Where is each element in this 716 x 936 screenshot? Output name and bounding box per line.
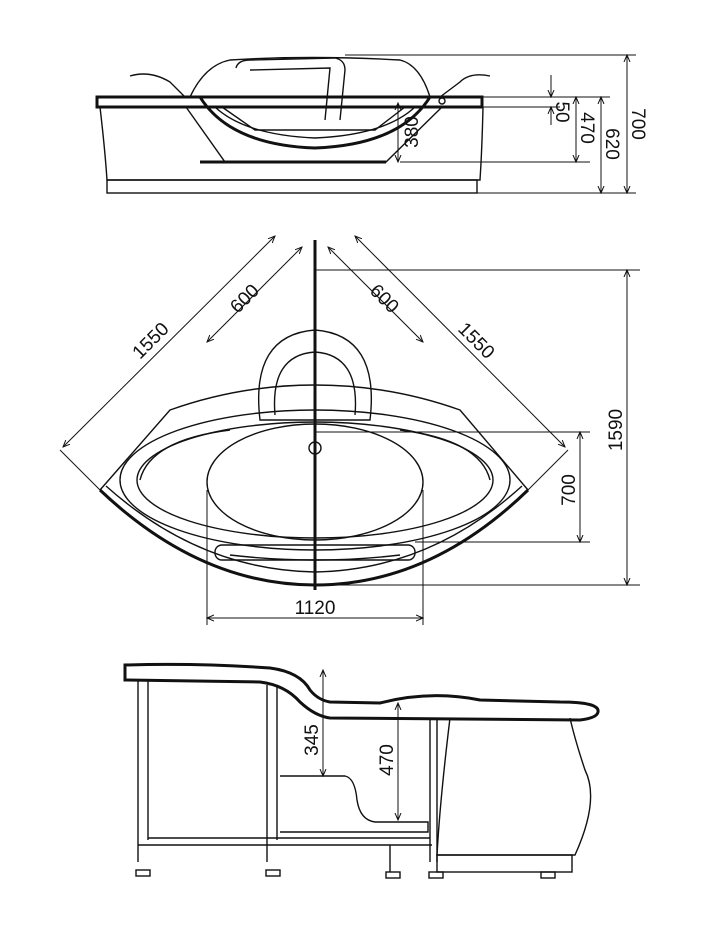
dim-basin-depth: 700	[559, 474, 580, 506]
dim-total-depth: 1590	[606, 409, 627, 451]
dim-left-side: 1550	[129, 319, 174, 364]
side-view: 345 470	[123, 662, 600, 879]
dim-inner-depth: 470	[377, 744, 398, 776]
dim-step-height: 345	[302, 724, 323, 756]
dim-seat-depth: 380	[402, 116, 423, 148]
dim-width-basin: 1120	[295, 598, 336, 619]
dim-left-headrest: 600	[226, 280, 263, 317]
feet	[135, 869, 556, 879]
dim-tub-height: 470	[576, 112, 597, 144]
dim-body-height: 620	[601, 128, 622, 160]
plan-view: 1550 600 600 1550 700 1590 1120	[59, 236, 640, 625]
dim-right-headrest: 600	[365, 280, 402, 317]
dim-total-height: 700	[627, 108, 648, 140]
front-view: 380 50 470 620 700	[95, 55, 648, 193]
dim-rim-thickness: 50	[551, 101, 572, 122]
